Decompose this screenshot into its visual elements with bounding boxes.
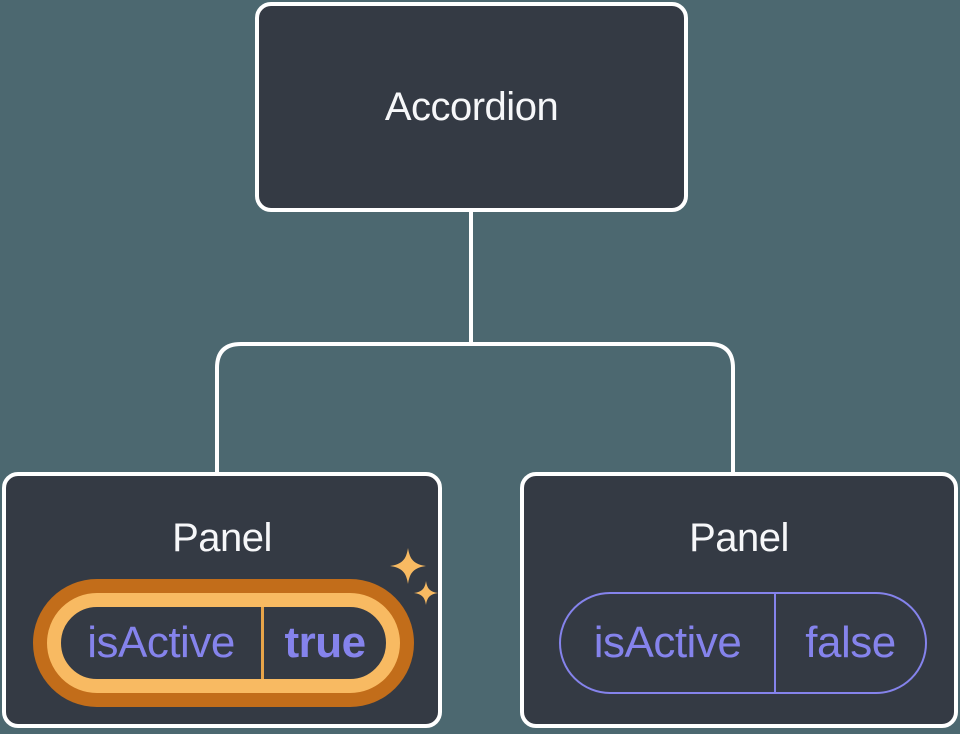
panel-node-inactive: Panel isActive false	[520, 472, 958, 728]
panel-node-label: Panel	[172, 516, 272, 560]
state-prop-value: false	[805, 618, 896, 667]
state-pill-inactive: isActive false	[559, 592, 927, 694]
accordion-node: Accordion	[255, 2, 688, 212]
pill-divider	[261, 607, 264, 679]
connector-branch	[215, 342, 735, 474]
sparkle-icon	[390, 548, 426, 584]
sparkle-icon-shape	[414, 581, 438, 605]
panel-node-label: Panel	[689, 516, 789, 560]
state-prop-name: isActive	[593, 618, 742, 667]
sparkle-icon-shape	[390, 548, 426, 584]
pill-divider	[774, 594, 776, 692]
state-prop-name: isActive	[87, 618, 235, 667]
accordion-node-label: Accordion	[384, 85, 559, 129]
state-pill-active: isActive true	[47, 593, 400, 693]
state-prop-value: true	[284, 618, 366, 667]
sparkle-icon	[414, 581, 438, 605]
panel-node-active: Panel isActive true	[2, 472, 442, 728]
